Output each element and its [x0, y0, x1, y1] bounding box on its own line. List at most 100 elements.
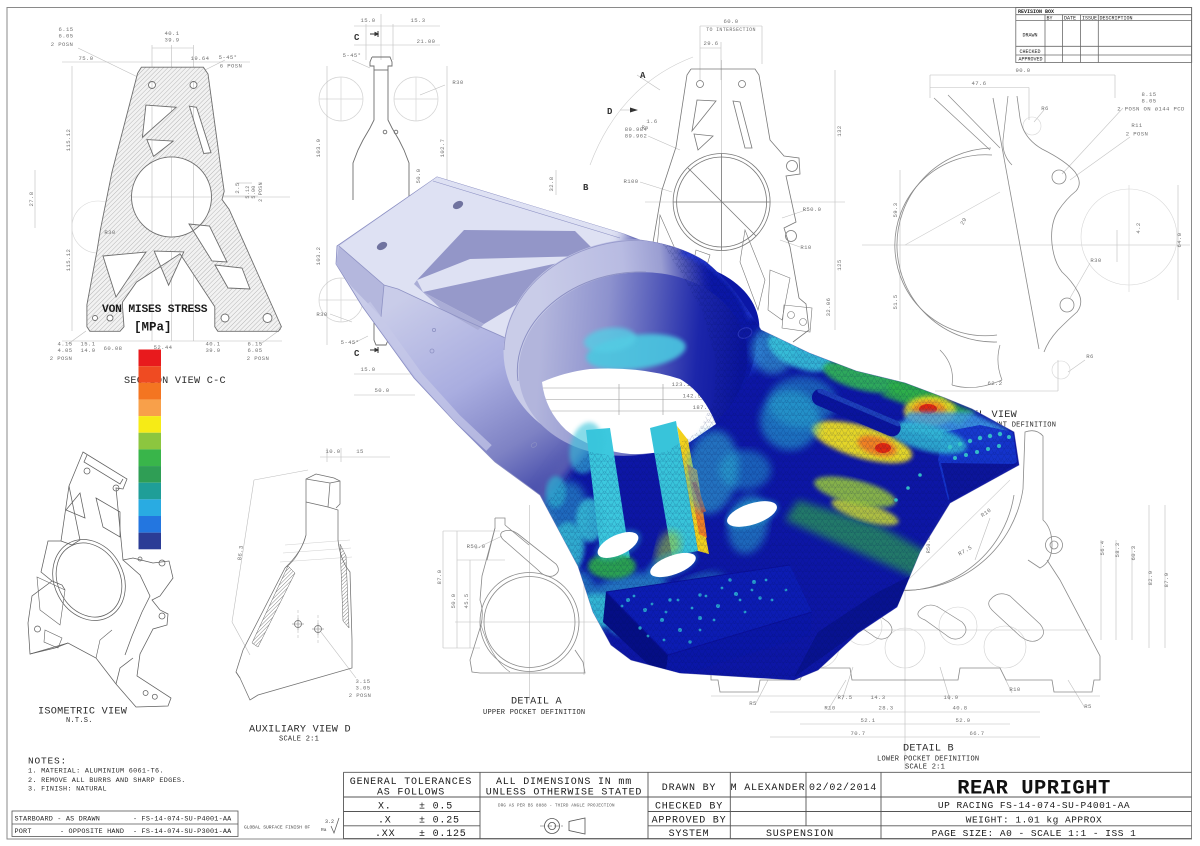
svg-text:Ra: Ra [321, 827, 327, 833]
svg-text:WEIGHT: 1.01 kg APPROX: WEIGHT: 1.01 kg APPROX [966, 814, 1102, 825]
svg-text:4.2: 4.2 [1135, 222, 1142, 233]
svg-text:ISOMETRIC VIEW: ISOMETRIC VIEW [38, 707, 128, 718]
svg-text:C: C [354, 33, 360, 43]
svg-text:AS FOLLOWS: AS FOLLOWS [377, 788, 445, 799]
svg-text:D: D [607, 107, 613, 117]
svg-text:3.2: 3.2 [325, 819, 334, 825]
svg-text:103.9: 103.9 [315, 139, 322, 158]
svg-text:15.3: 15.3 [410, 17, 425, 24]
svg-text:6.05: 6.05 [58, 33, 73, 40]
svg-text:SUSPENSION: SUSPENSION [766, 829, 834, 840]
svg-text:AUXILIARY VIEW D: AUXILIARY VIEW D [249, 725, 351, 736]
svg-text:10.0: 10.0 [325, 448, 340, 455]
svg-text:ALL DIMENSIONS IN mm: ALL DIMENSIONS IN mm [496, 777, 632, 788]
svg-text:60.08: 60.08 [104, 345, 123, 352]
svg-text:UNLESS OTHERWISE STATED: UNLESS OTHERWISE STATED [486, 788, 642, 799]
svg-text:39.9: 39.9 [205, 347, 220, 354]
svg-text:VON MISES STRESS: VON MISES STRESS [102, 304, 208, 316]
svg-text:66.7: 66.7 [969, 730, 984, 737]
svg-text:8.15: 8.15 [1141, 91, 1156, 98]
svg-text:8.05: 8.05 [1141, 98, 1156, 105]
svg-text:02/02/2014: 02/02/2014 [809, 782, 877, 794]
svg-text:.XX: .XX [375, 829, 395, 840]
svg-text:2 POSN: 2 POSN [258, 182, 264, 202]
svg-text:89.984: 89.984 [625, 126, 648, 133]
svg-text:DRG AS PER BS 8888 - THIRD ANG: DRG AS PER BS 8888 - THIRD ANGLE PROJECT… [498, 805, 615, 809]
svg-text:28.3: 28.3 [878, 705, 893, 712]
svg-text:58.3: 58.3 [1114, 542, 1121, 557]
svg-text:N.T.S.: N.T.S. [66, 717, 93, 725]
svg-text:TO INTERSECTION: TO INTERSECTION [706, 27, 756, 33]
svg-text:75.0: 75.0 [78, 55, 93, 62]
svg-text:± 0.5: ± 0.5 [419, 802, 453, 813]
svg-text:UPPER POCKET DEFINITION: UPPER POCKET DEFINITION [483, 709, 585, 717]
svg-text:SYSTEM: SYSTEM [669, 829, 710, 840]
svg-text:2. REMOVE ALL BURRS AND SHARP: 2. REMOVE ALL BURRS AND SHARP EDGES. [28, 777, 186, 785]
svg-text:15.0: 15.0 [360, 17, 375, 24]
svg-text:14.3: 14.3 [870, 694, 885, 701]
svg-text:90.0: 90.0 [1015, 67, 1030, 74]
svg-text:REAR UPRIGHT: REAR UPRIGHT [957, 778, 1111, 801]
svg-text:SECTION VIEW C-C: SECTION VIEW C-C [124, 376, 226, 387]
svg-text:60.0: 60.0 [723, 18, 738, 25]
svg-text:82.9: 82.9 [1147, 570, 1154, 585]
svg-text:R50.0: R50.0 [926, 537, 932, 554]
svg-text:86.3: 86.3 [236, 545, 245, 561]
svg-text:2 POSN: 2 POSN [247, 355, 270, 362]
svg-text:Ra: Ra [642, 125, 649, 131]
svg-text:R10: R10 [800, 244, 812, 251]
svg-text:PORT: PORT [15, 828, 32, 836]
svg-text:2 POSN: 2 POSN [1126, 131, 1149, 138]
svg-text:40.1: 40.1 [164, 30, 179, 37]
svg-text:51.5: 51.5 [892, 294, 899, 309]
svg-text:C: C [354, 349, 360, 359]
svg-text:15: 15 [356, 448, 364, 455]
svg-text:DRAWN BY: DRAWN BY [662, 783, 716, 794]
svg-text:APPROVED: APPROVED [1019, 57, 1043, 63]
svg-text:5-45°: 5-45° [219, 54, 238, 61]
svg-text:R10: R10 [1009, 686, 1021, 693]
svg-text:59.3: 59.3 [892, 202, 899, 217]
svg-text:27.8: 27.8 [28, 191, 35, 206]
svg-text:R30: R30 [1090, 257, 1102, 264]
svg-text:39.9: 39.9 [164, 37, 179, 44]
svg-text:A: A [640, 71, 646, 81]
svg-text:132: 132 [836, 125, 843, 136]
svg-text:15.1: 15.1 [80, 341, 95, 348]
svg-text:SCALE 2:1: SCALE 2:1 [905, 764, 945, 772]
svg-text:15.0: 15.0 [360, 366, 375, 373]
svg-text:4.15: 4.15 [57, 341, 72, 348]
svg-text:2 POSN: 2 POSN [51, 41, 74, 48]
svg-text:± 0.125: ± 0.125 [419, 829, 467, 840]
svg-text:6 POSN: 6 POSN [220, 63, 243, 70]
svg-text:50.0: 50.0 [450, 593, 457, 608]
svg-text:LOWER POCKET DEFINITION: LOWER POCKET DEFINITION [877, 756, 979, 764]
svg-text:45.5: 45.5 [463, 593, 470, 608]
svg-text:R6: R6 [1086, 353, 1094, 360]
svg-text:125: 125 [836, 259, 843, 270]
svg-text:5-45°: 5-45° [341, 339, 360, 346]
svg-text:52.9: 52.9 [955, 717, 970, 724]
svg-text:STARBOARD - AS DRAWN: STARBOARD - AS DRAWN [15, 816, 101, 824]
svg-text:5.00: 5.00 [251, 185, 257, 198]
svg-text:BY: BY [1047, 15, 1053, 21]
svg-text:CHECKED BY: CHECKED BY [655, 802, 723, 813]
svg-text:REVISION BOX: REVISION BOX [1018, 9, 1054, 15]
svg-text:187.5: 187.5 [693, 404, 712, 411]
svg-text:2 POSN: 2 POSN [349, 692, 372, 699]
svg-text:R100: R100 [623, 178, 638, 185]
svg-text:19.64: 19.64 [191, 55, 210, 62]
svg-text:1.6: 1.6 [646, 118, 657, 125]
svg-text:56.4: 56.4 [1099, 540, 1106, 555]
svg-text:- OPPOSITE HAND: - OPPOSITE HAND [60, 828, 124, 836]
svg-text:2 POSN ON ø144 PCD: 2 POSN ON ø144 PCD [1117, 106, 1185, 113]
svg-text:29: 29 [959, 216, 969, 226]
svg-text:123.1: 123.1 [672, 381, 691, 388]
svg-text:62.2: 62.2 [987, 380, 1002, 387]
svg-text:R5: R5 [749, 700, 757, 707]
svg-text:32.06: 32.06 [825, 298, 832, 317]
svg-text:R50.0: R50.0 [803, 206, 822, 213]
svg-text:- FS-14-074-SU-P3001-AA: - FS-14-074-SU-P3001-AA [133, 828, 232, 836]
svg-text:32.8: 32.8 [548, 176, 555, 191]
svg-text:4.05: 4.05 [57, 347, 72, 354]
